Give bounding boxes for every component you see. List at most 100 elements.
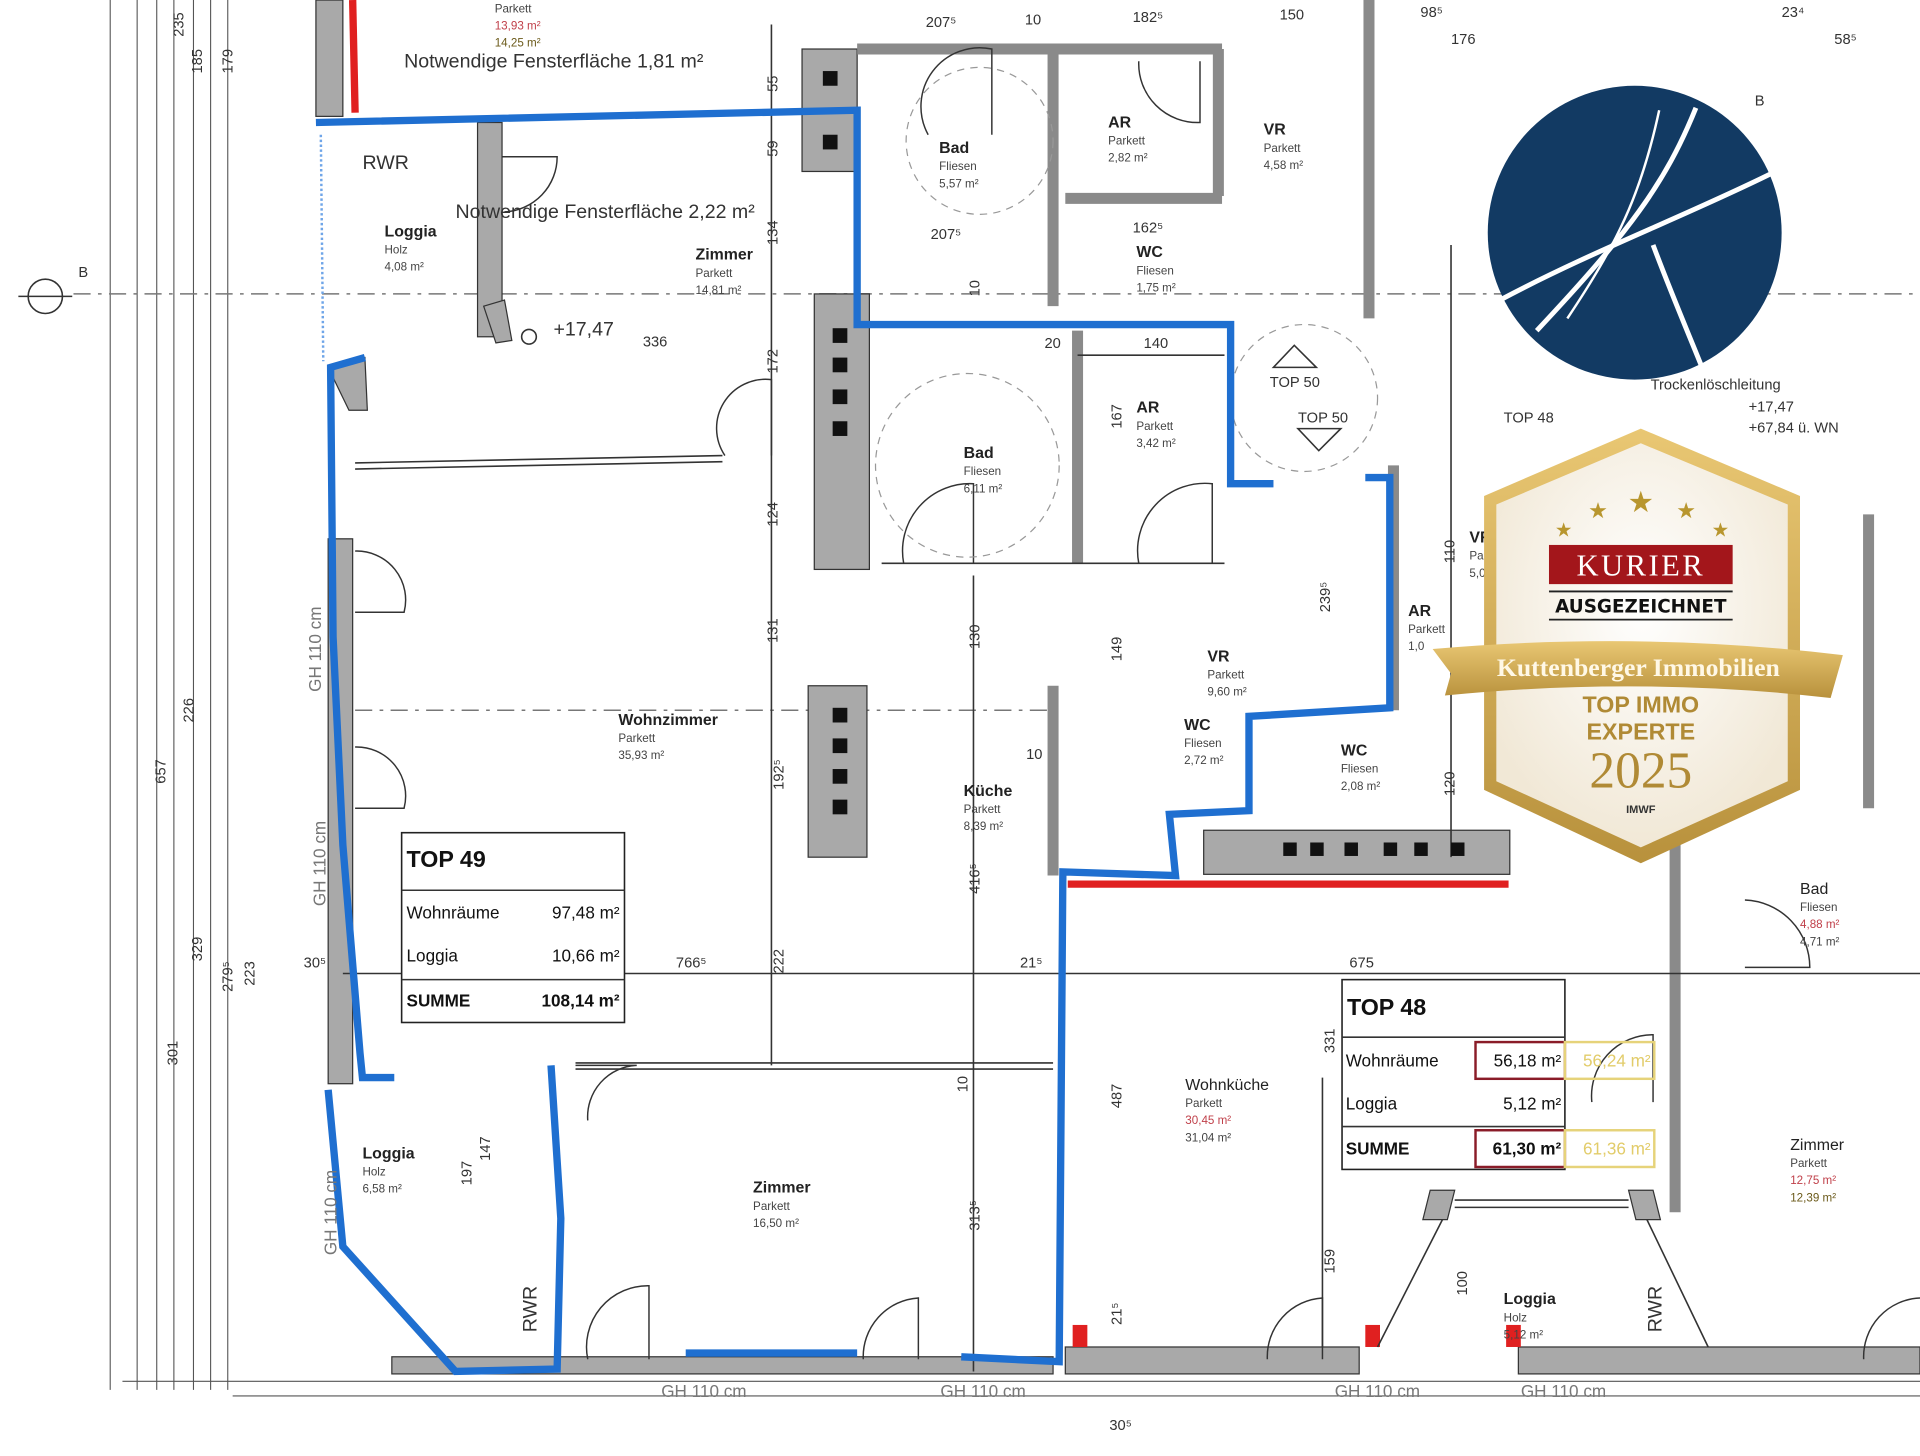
window-sill-label: GH 110 cm [321,1170,341,1255]
svg-text:WC: WC [1341,743,1368,760]
svg-text:Loggia: Loggia [1346,1093,1398,1113]
svg-text:56,18 m²: 56,18 m² [1494,1051,1562,1071]
svg-text:Parkett: Parkett [696,267,734,280]
svg-text:Loggia: Loggia [1504,1291,1556,1308]
svg-text:235: 235 [172,12,188,37]
svg-text:416⁵: 416⁵ [968,863,984,894]
svg-text:98⁵: 98⁵ [1420,5,1442,21]
svg-text:226: 226 [181,698,197,723]
svg-text:179: 179 [221,49,237,74]
svg-text:4,08 m²: 4,08 m² [384,261,424,274]
svg-text:Küche: Küche [964,783,1013,800]
svg-text:2,08 m²: 2,08 m² [1341,780,1381,793]
svg-text:Parkett: Parkett [1108,135,1146,148]
svg-text:10: 10 [955,1076,971,1092]
svg-text:Parkett: Parkett [1207,668,1245,681]
svg-text:2,82 m²: 2,82 m² [1108,152,1148,165]
svg-text:331: 331 [1323,1029,1339,1054]
svg-text:4,71 m²: 4,71 m² [1800,935,1840,948]
svg-text:12,39 m²: 12,39 m² [1790,1191,1836,1204]
badge-ribbon-text: Kuttenberger Immobilien [1497,653,1780,682]
svg-text:487: 487 [1110,1084,1126,1109]
svg-text:20: 20 [1044,336,1060,352]
level-marker: +17,47 [1749,399,1794,415]
svg-text:176: 176 [1451,32,1476,48]
star-icon: ★ [1676,499,1696,524]
svg-text:223: 223 [243,961,259,986]
svg-text:5,57 m²: 5,57 m² [939,177,979,190]
section-label: B [78,265,88,281]
top48-title: TOP 48 [1347,994,1426,1020]
svg-text:30⁵: 30⁵ [1109,1418,1131,1434]
window-sill-label: GH 110 cm [1521,1381,1606,1401]
left-dimension-labels: 235 185 179 279⁵ 223 329 301 226 657 [153,12,258,1065]
svg-text:Parkett: Parkett [618,732,656,745]
svg-text:9,60 m²: 9,60 m² [1207,686,1247,699]
svg-text:VR: VR [1264,122,1287,139]
svg-text:130: 130 [968,625,984,650]
svg-text:150: 150 [1280,8,1305,24]
svg-text:55: 55 [766,76,782,92]
svg-text:Zimmer: Zimmer [753,1180,810,1197]
svg-text:134: 134 [766,220,782,245]
red-marker [1072,1324,1088,1347]
svg-text:Pa: Pa [1469,550,1484,563]
top49-area-table: TOP 49 Wohnräume 97,48 m² Loggia 10,66 m… [400,831,626,1024]
rwr-label: RWR [362,152,408,174]
svg-text:23⁴: 23⁴ [1782,5,1805,21]
svg-text:8,39 m²: 8,39 m² [964,820,1004,833]
svg-text:WC: WC [1184,717,1211,734]
rating-stars: ★ ★ ★ ★ ★ [1555,485,1729,541]
svg-text:10: 10 [1026,747,1042,763]
badge-subtitle: AUSGEZEICHNET [1555,596,1727,617]
svg-text:AR: AR [1136,400,1159,417]
svg-text:14,81 m²: 14,81 m² [696,284,742,297]
svg-text:159: 159 [1323,1249,1339,1274]
top50-label: TOP 50 [1270,375,1320,391]
svg-text:Wohnküche: Wohnküche [1185,1077,1269,1094]
shaft-squares [822,71,1465,856]
svg-text:279⁵: 279⁵ [221,961,237,992]
svg-text:657: 657 [153,759,169,784]
star-icon: ★ [1712,518,1730,541]
svg-text:Holz: Holz [1504,1311,1527,1324]
svg-text:329: 329 [190,937,206,962]
top49-outline [315,106,1394,1376]
plan-notes: Notwendige Fensterfläche 1,81 m² Notwend… [305,50,1839,1401]
svg-text:192⁵: 192⁵ [772,759,788,790]
svg-text:100: 100 [1455,1271,1471,1296]
svg-text:6,58 m²: 6,58 m² [362,1183,402,1196]
svg-text:35,93 m²: 35,93 m² [618,749,664,762]
svg-text:301: 301 [166,1041,182,1066]
star-icon: ★ [1588,499,1608,524]
svg-text:SUMME: SUMME [1346,1139,1410,1159]
badge-year: 2025 [1589,742,1692,799]
svg-text:58⁵: 58⁵ [1834,32,1856,48]
svg-text:Fliesen: Fliesen [939,160,976,173]
svg-text:766⁵: 766⁵ [676,955,707,971]
svg-text:Parkett: Parkett [1136,420,1174,433]
svg-text:108,14 m²: 108,14 m² [542,991,620,1011]
svg-text:Parkett: Parkett [1790,1157,1828,1170]
svg-text:Parkett: Parkett [1264,142,1302,155]
svg-text:Fliesen: Fliesen [1136,264,1173,277]
svg-text:31,04 m²: 31,04 m² [1185,1131,1231,1144]
red-wall-marker [348,0,359,113]
svg-text:Wohnräume: Wohnräume [407,902,500,922]
svg-text:336: 336 [643,335,668,351]
